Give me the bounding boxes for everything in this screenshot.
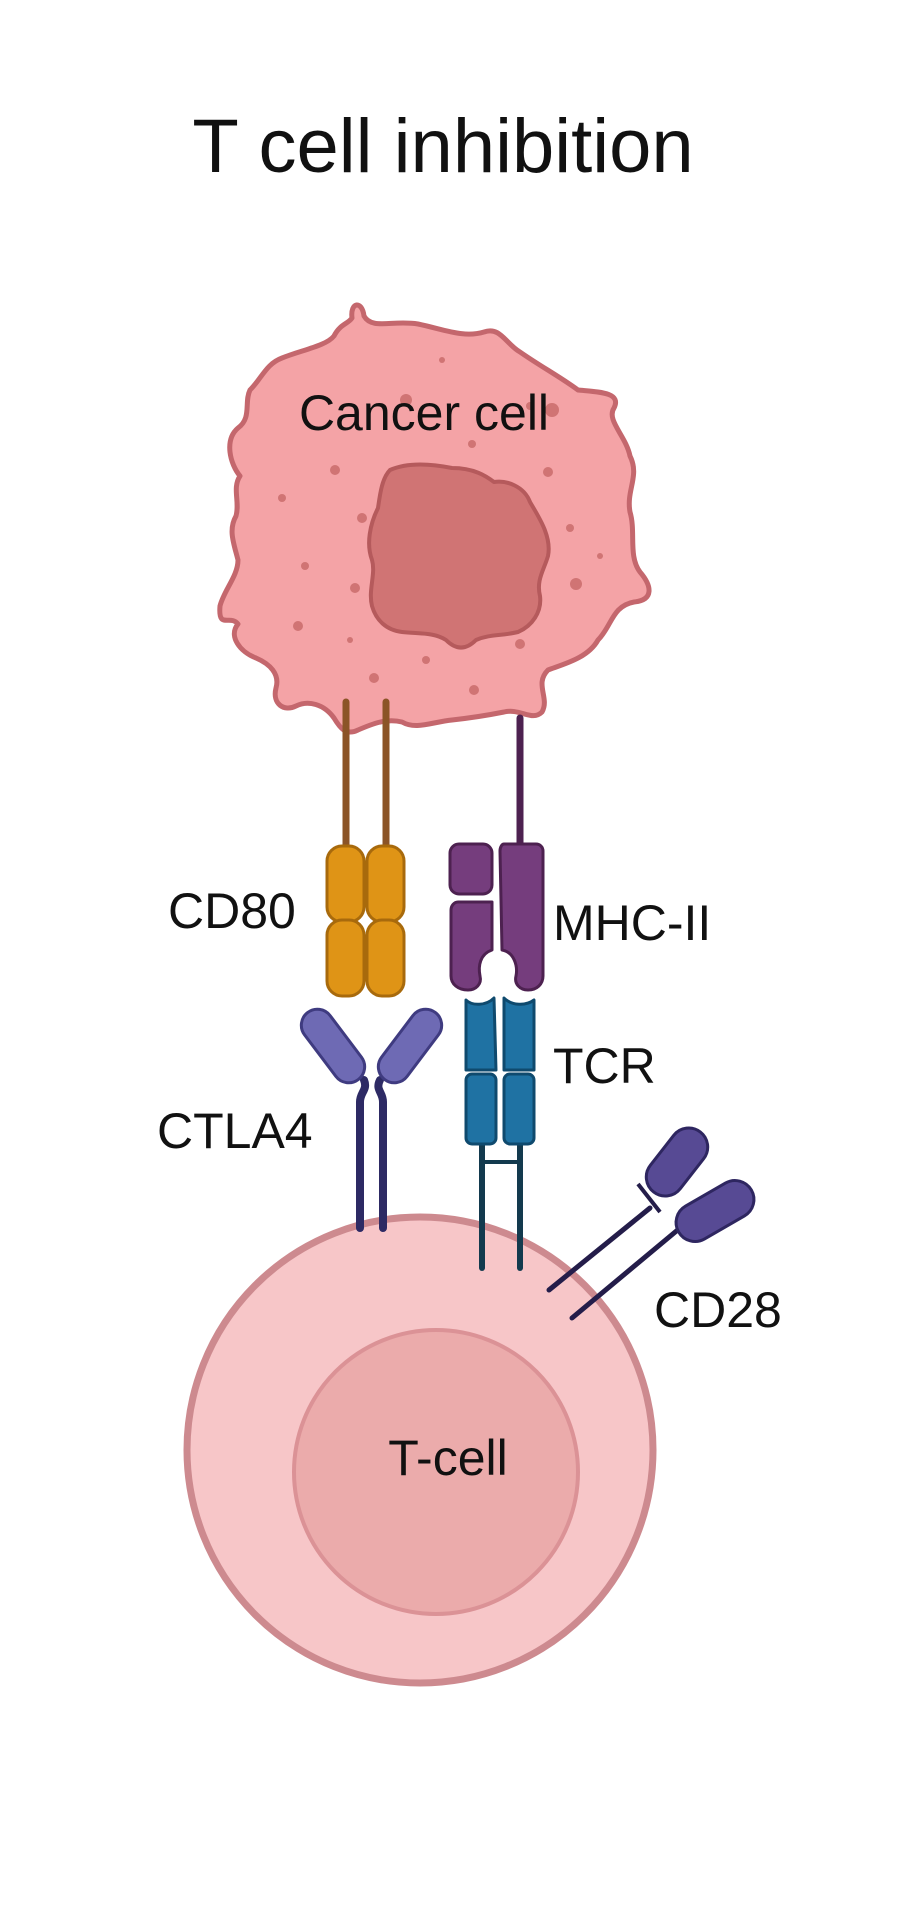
ctla4-stalk-right: [374, 1076, 387, 1232]
cd28-linker: [636, 1182, 662, 1214]
cancer-cell: Cancer cell: [217, 302, 652, 735]
mhc-ii-alpha2-domain: [449, 900, 494, 992]
cd80-label: CD80: [168, 883, 296, 939]
mhc-ii-beta-chain: [498, 842, 545, 992]
diagram-title: T cell inhibition: [192, 104, 693, 189]
t-cell-nucleus: [292, 1328, 580, 1616]
tcr-beta-variable-domain: [502, 996, 536, 1072]
cd28-receptor: CD28: [546, 1126, 782, 1338]
mhc-ii-complex: MHC-II: [448, 714, 711, 992]
cd28-head-upper: [644, 1126, 710, 1198]
ctla4-receptor: CTLA4: [157, 1007, 444, 1232]
cd80-receptor: CD80: [168, 698, 406, 998]
tcr-alpha-constant-domain: [464, 1072, 498, 1146]
cd80-domain: [325, 844, 366, 924]
cancer-cell-granules: [278, 357, 603, 695]
cd80-domain: [365, 844, 406, 924]
cancer-cell-label: Cancer cell: [299, 385, 549, 441]
ctla4-label: CTLA4: [157, 1103, 313, 1159]
cd28-stalk-lower: [569, 1225, 683, 1321]
cancer-cell-nucleus: [367, 462, 551, 650]
t-cell-label: T-cell: [388, 1430, 507, 1486]
ctla4-stalk-left: [356, 1076, 370, 1232]
tcr-alpha-variable-domain: [464, 996, 498, 1072]
t-cell: T-cell: [183, 1213, 657, 1687]
tcr-beta-constant-domain: [502, 1072, 536, 1146]
tcr-receptor: TCR: [464, 996, 656, 1271]
mhc-ii-label: MHC-II: [553, 895, 711, 951]
cd80-domain: [325, 918, 366, 998]
tcr-label: TCR: [553, 1038, 656, 1094]
cd80-domain: [365, 918, 406, 998]
ctla4-head-left: [299, 1007, 367, 1085]
cd28-stalk-upper: [546, 1205, 653, 1293]
mhc-ii-alpha1-domain: [448, 842, 494, 896]
cd28-label: CD28: [654, 1282, 782, 1338]
ctla4-head-right: [376, 1007, 444, 1085]
cd28-head-lower: [674, 1179, 756, 1243]
